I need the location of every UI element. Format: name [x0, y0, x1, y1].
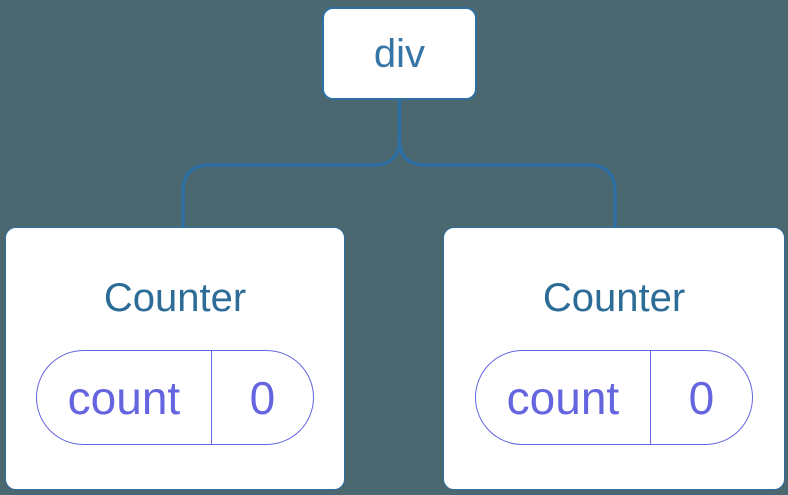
- counter-card-right: Counter count 0: [443, 227, 785, 490]
- connector-right-branch: [397, 138, 617, 228]
- state-pill: count 0: [36, 350, 314, 445]
- counter-title: Counter: [542, 276, 686, 320]
- state-pill-divider: [649, 351, 651, 444]
- root-node: div: [322, 7, 477, 100]
- state-key-cell: count: [476, 351, 650, 444]
- root-node-label: div: [373, 31, 426, 76]
- state-pill-divider: [210, 351, 212, 444]
- state-key-label: count: [67, 371, 181, 424]
- state-value: 0: [249, 371, 276, 424]
- connector-left-branch: [181, 99, 402, 228]
- counter-title: Counter: [103, 276, 247, 320]
- state-key-cell: count: [37, 351, 211, 444]
- state-pill: count 0: [475, 350, 753, 445]
- state-value-cell: 0: [651, 351, 752, 444]
- state-value: 0: [688, 371, 715, 424]
- counter-card-left: Counter count 0: [5, 227, 345, 490]
- state-key-label: count: [506, 371, 620, 424]
- state-value-cell: 0: [212, 351, 313, 444]
